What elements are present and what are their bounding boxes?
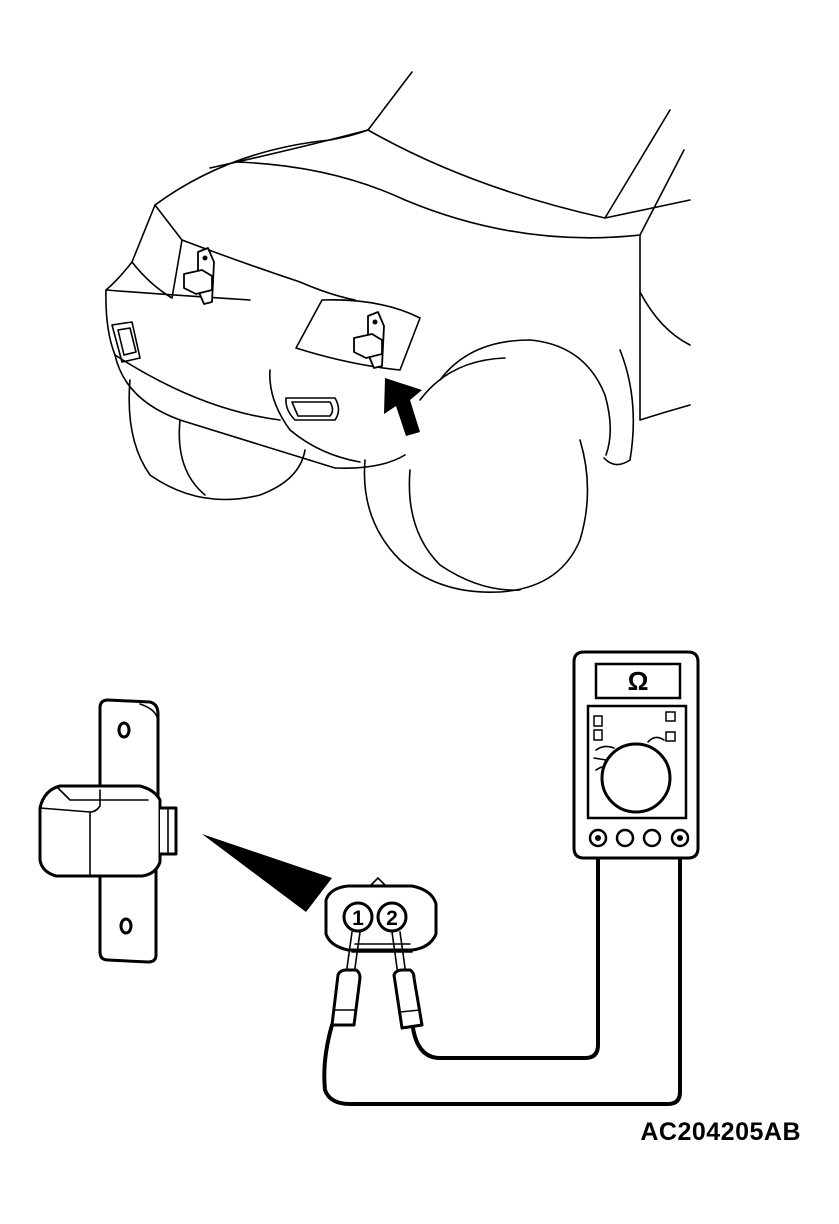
vehicle-front-icon	[105, 71, 691, 594]
terminal-2-label: 2	[386, 907, 398, 930]
figure-id: AC204205AB	[640, 1118, 801, 1146]
probe-1	[330, 931, 362, 1027]
sensor-left-icon	[183, 247, 215, 305]
lead-black	[322, 836, 682, 1106]
jack-3	[642, 828, 662, 848]
meter-unit-symbol: Ω	[628, 666, 649, 696]
jack-2	[615, 828, 635, 848]
terminal-1-label: 1	[352, 907, 364, 930]
connector-face-icon: 1 2	[324, 877, 438, 953]
sensor-right-icon	[353, 311, 385, 369]
lead-red	[411, 836, 600, 1060]
meter-dial	[600, 742, 672, 814]
probe-2	[391, 931, 424, 1030]
pointer-wedge	[202, 834, 332, 912]
sensor-bracket-icon	[38, 698, 178, 964]
ohmmeter-icon: Ω	[572, 650, 700, 860]
location-arrow-icon	[384, 378, 422, 436]
